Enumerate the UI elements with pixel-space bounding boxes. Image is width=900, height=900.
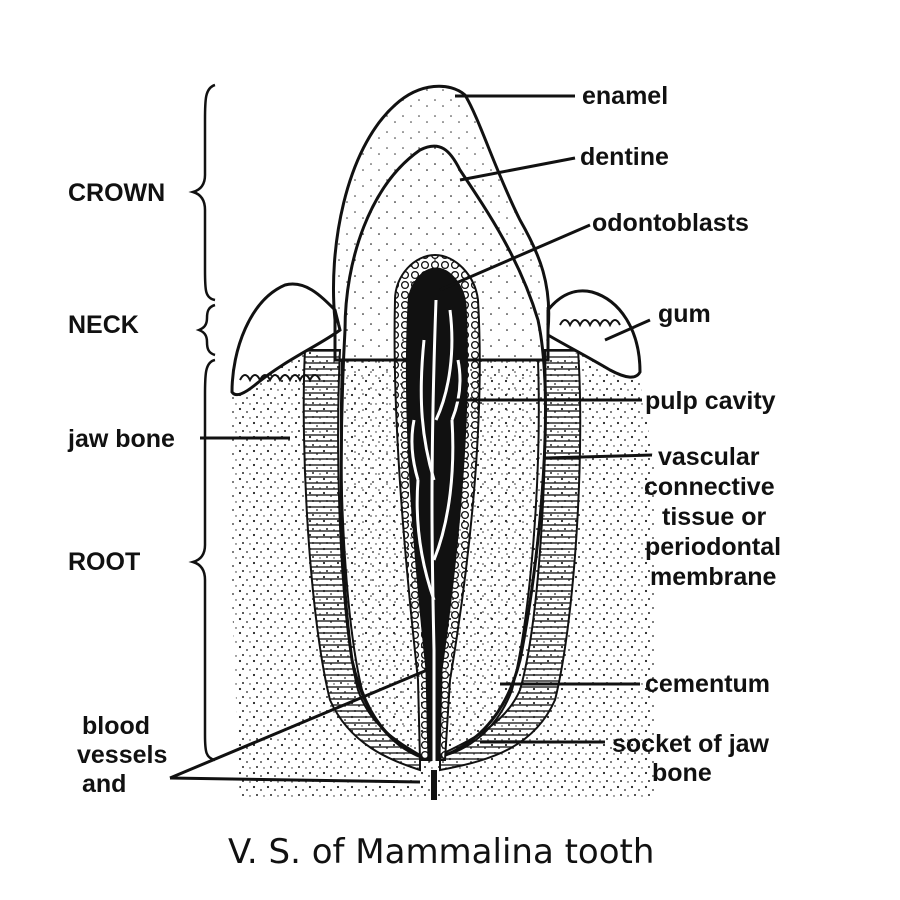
neck-brace [195,303,216,357]
dentine-label: dentine [580,143,669,171]
blood-vessels-label-line1: blood [82,712,150,740]
gum-right-wavy [559,319,621,328]
odontoblasts-label: odontoblasts [592,209,749,237]
blood-vessels-label-line2: vessels [77,741,167,769]
vascular-label-line1: vascular [658,443,760,471]
gum-left-wavy [239,374,321,383]
gum-right [546,289,642,379]
vascular-label-line2: connective [644,473,775,501]
periodontal-membrane-left [302,349,421,772]
vascular-label-line3: tissue or [662,503,766,531]
blood-vessels-label-line3: and [82,770,126,798]
crown-brace [188,83,216,302]
vascular-label-line4: periodontal [645,533,781,561]
cementum-label: cementum [645,670,770,698]
root-brace [188,358,216,762]
crown-label: CROWN [68,179,165,207]
gum-label: gum [658,300,711,328]
neck-label: NECK [68,311,139,339]
blood-vessels-shape [410,299,462,790]
jaw-bone-label: jaw bone [67,425,175,453]
enamel-label: enamel [582,82,668,110]
socket-label-line2: bone [652,759,712,787]
vascular-label-line5: membrane [650,563,777,591]
root-label: ROOT [68,548,140,576]
diagram-caption: V. S. of Mammalina tooth [228,832,654,872]
pulp-cavity-label: pulp cavity [645,387,776,415]
socket-label-line1: socket of jaw [612,730,770,758]
